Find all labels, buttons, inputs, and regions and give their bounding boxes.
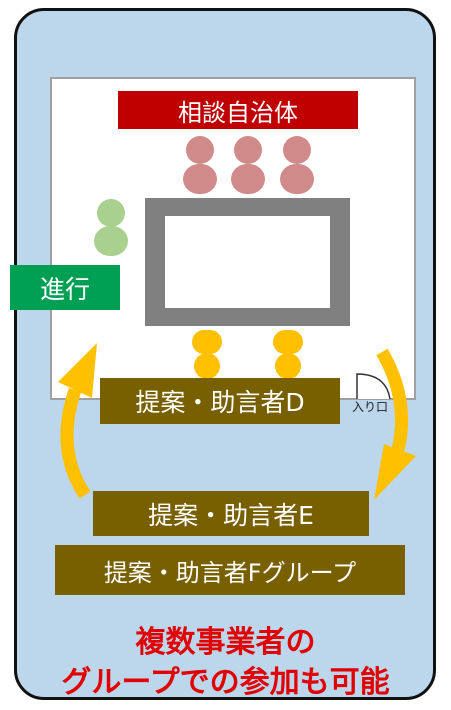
- entrance-label: 入り口: [352, 400, 389, 414]
- proposer-d-label: 提案・助言者D: [100, 378, 340, 424]
- facilitator-person-icon: [94, 199, 128, 256]
- rotation-arrow-right-icon: [374, 348, 416, 500]
- meeting-table-surface: [165, 216, 330, 308]
- government-person-icon: [231, 136, 265, 194]
- door-icon: [356, 373, 391, 400]
- proposer-f-group-label: 提案・助言者Fグループ: [55, 545, 405, 595]
- local-government-label: 相談自治体: [118, 91, 358, 129]
- caption-line-2: グループでの参加も可能: [61, 665, 390, 700]
- proposer-person-icon: [192, 330, 222, 379]
- rotation-arrow-left-icon: [58, 343, 97, 499]
- government-person-icon: [280, 136, 314, 194]
- caption-line-1: 複数事業者の: [135, 625, 316, 660]
- proposer-e-label: 提案・助言者E: [93, 491, 369, 536]
- facilitator-label: 進行: [10, 265, 120, 310]
- government-person-icon: [183, 136, 217, 194]
- proposer-person-icon: [273, 330, 303, 379]
